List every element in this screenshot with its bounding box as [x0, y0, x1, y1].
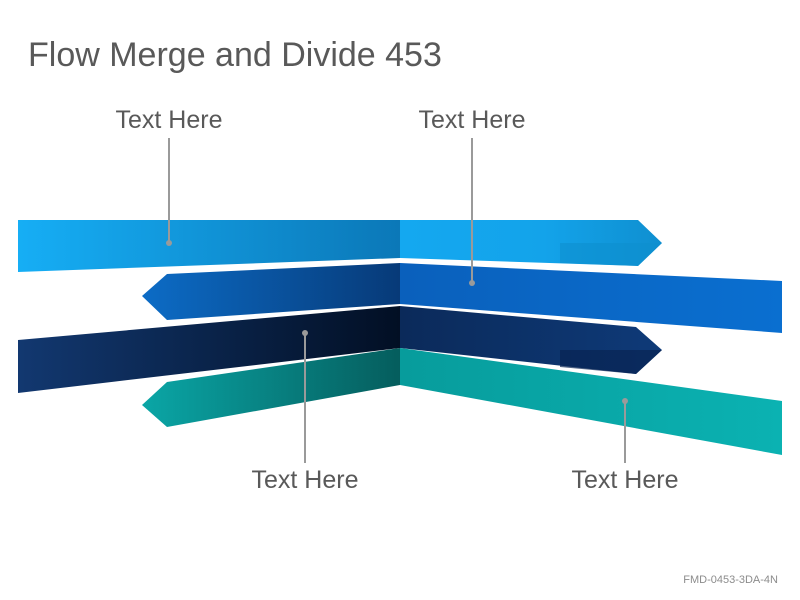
flow-band-3-left-segment — [18, 306, 400, 393]
flow-band-1-arrow-shade — [560, 243, 662, 266]
callout-label-2: Text Here — [418, 106, 526, 134]
flow-band-2 — [142, 263, 782, 333]
callout-label-1: Text Here — [115, 106, 223, 134]
callout-label-3: Text Here — [251, 466, 359, 494]
flow-band-3-arrow-shade — [560, 350, 662, 374]
flow-band-1-left-segment — [18, 220, 400, 272]
flow-band-4-left-arrow — [142, 348, 400, 427]
flow-band-2-left-arrow — [142, 263, 400, 320]
flow-band-4 — [142, 348, 782, 455]
flow-band-2-right-segment — [400, 263, 782, 333]
footer-code: FMD-0453-3DA-4N — [683, 574, 778, 586]
callout-connector-3 — [302, 330, 308, 463]
callout-connector-1 — [166, 138, 172, 246]
flow-band-1 — [18, 220, 662, 272]
flow-band-4-right-segment — [400, 348, 782, 455]
slide-title: Flow Merge and Divide 453 — [28, 36, 442, 74]
callout-connector-2 — [469, 138, 475, 286]
callout-connector-4 — [622, 398, 628, 463]
callout-label-4: Text Here — [571, 466, 679, 494]
flow-band-3 — [18, 306, 662, 393]
